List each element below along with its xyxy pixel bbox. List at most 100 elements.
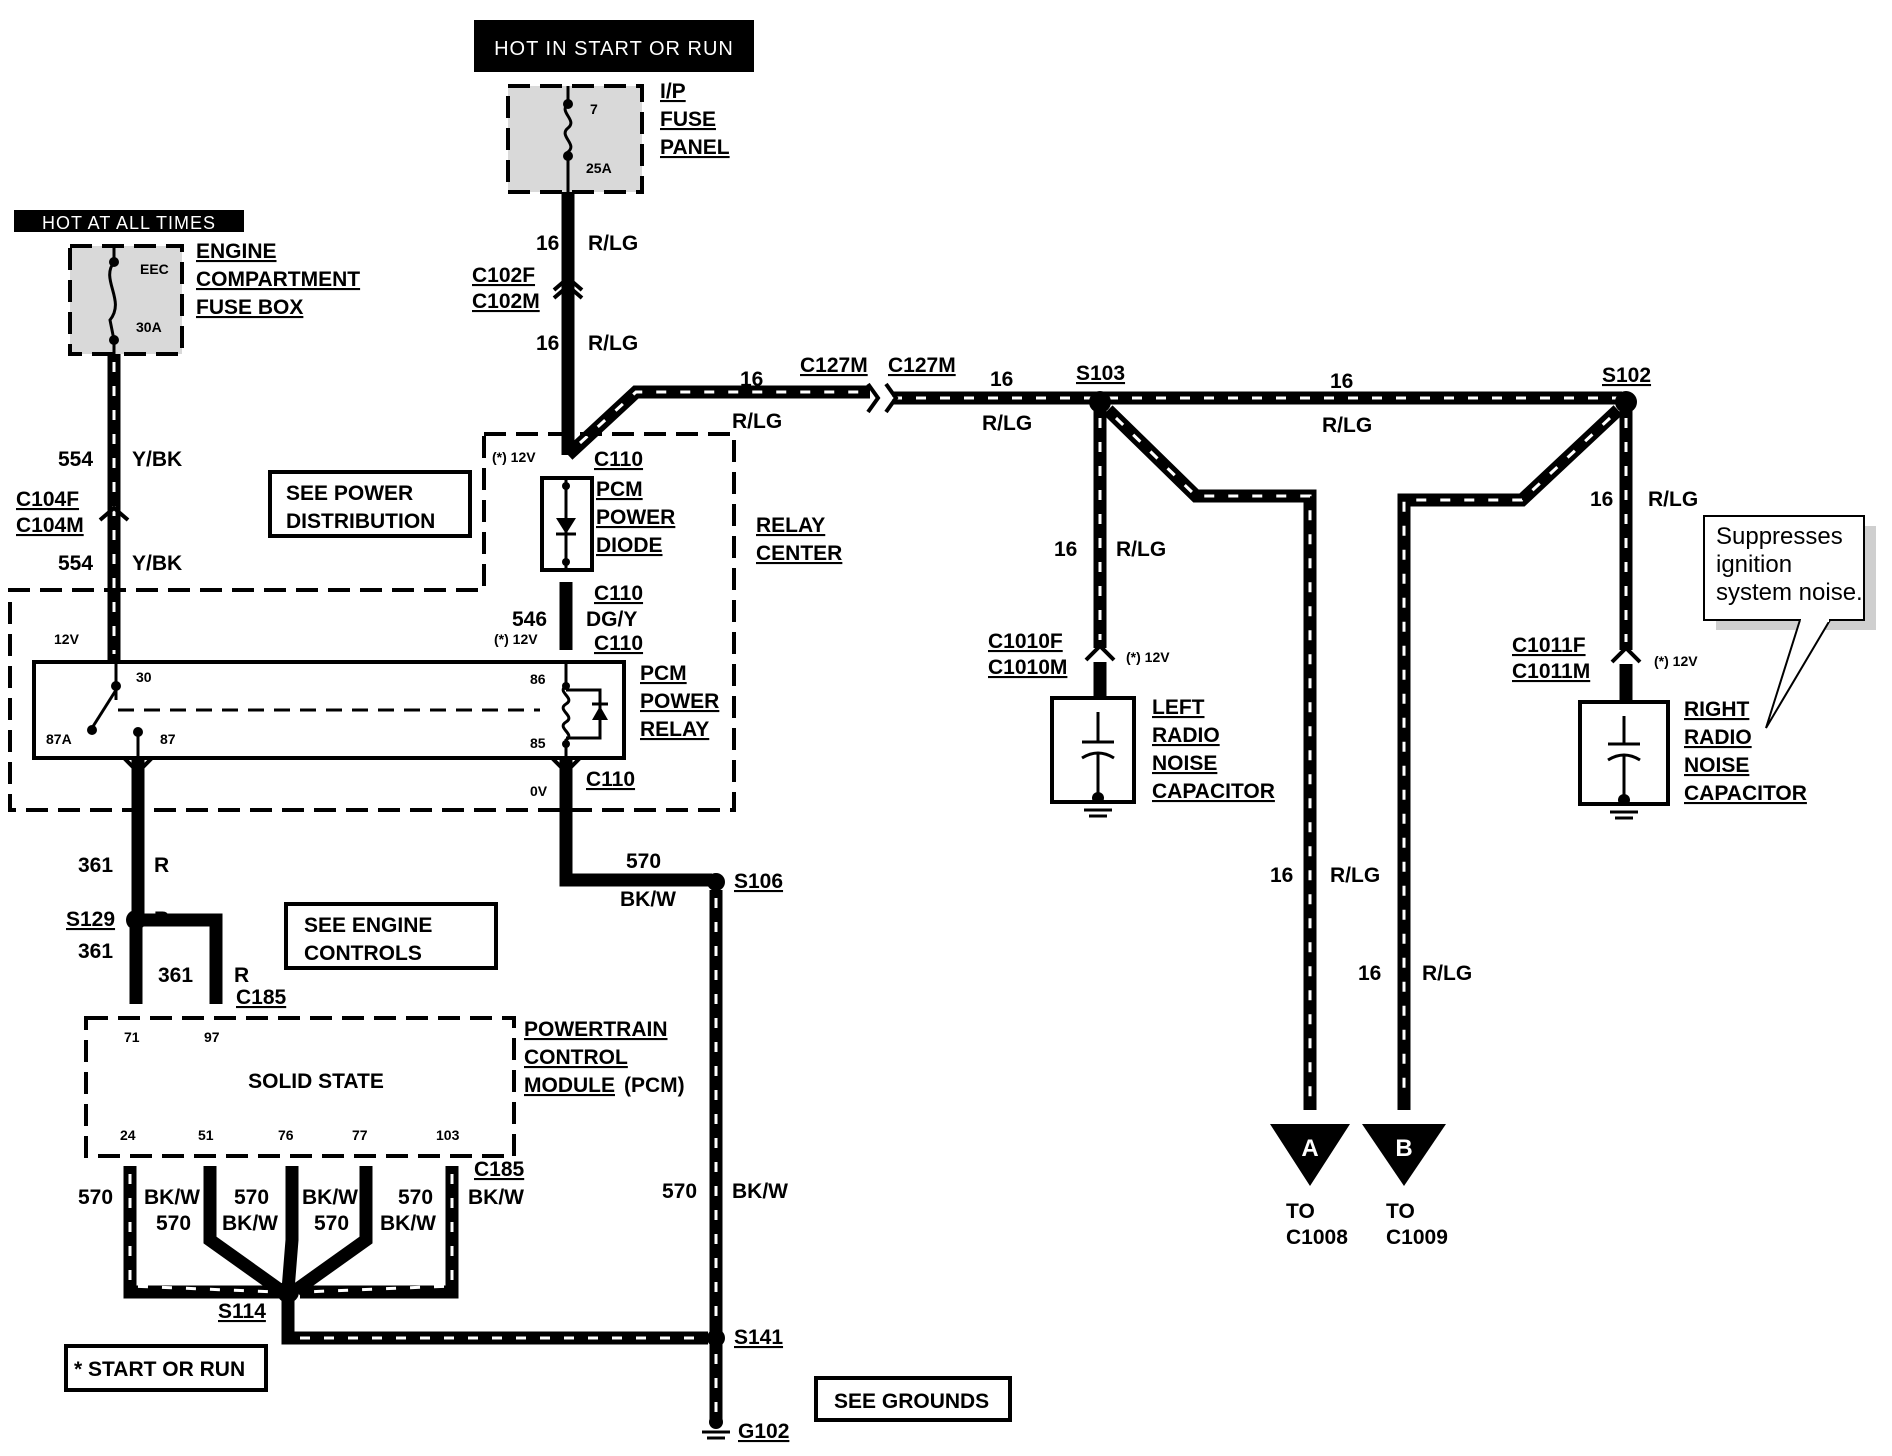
engine-fuse-label-2: COMPARTMENT (196, 268, 360, 291)
c110-connector-icon (550, 756, 582, 775)
ip-fuse-panel-label-1: I/P (660, 80, 686, 103)
wire-rlg-main (552, 192, 1622, 460)
pcm-label-2: CONTROL (524, 1046, 628, 1069)
wire-number-label: 570 (156, 1212, 191, 1235)
wire-gauge-label: 16 (1590, 488, 1613, 511)
ip-fuse-panel: 7 25A I/P FUSE PANEL (506, 80, 730, 194)
wire-gauge-label: 16 (1270, 864, 1293, 887)
offpage-b-letter: B (1395, 1135, 1412, 1162)
powertrain-control-module: SOLID STATE (84, 1016, 516, 1158)
callout-line-3: system noise. (1716, 579, 1863, 606)
pcm-label-3b: (PCM) (624, 1074, 685, 1097)
relay-pin-85: 85 (530, 735, 546, 751)
wire-color-label: Y/BK (132, 448, 182, 471)
splice-s102 (1615, 391, 1637, 413)
c1010-connector-icon (1084, 643, 1116, 662)
c104f-label: C104F (16, 488, 79, 511)
offpage-a-arrow (1270, 1124, 1350, 1186)
see-engine-controls-box (284, 902, 498, 970)
relay-center-label-2: CENTER (756, 542, 842, 565)
wire-color-label: R/LG (732, 410, 782, 433)
ground-g102 (702, 1415, 730, 1440)
c1011-connector-icon (1610, 645, 1642, 664)
g102-label: G102 (738, 1420, 789, 1443)
wire-number-label: 361 (78, 940, 113, 963)
left-cap-label-4: CAPACITOR (1152, 780, 1275, 803)
c1011m-label: C1011M (1512, 660, 1590, 683)
relay-pin-87a: 87A (46, 731, 72, 747)
s129-label: S129 (66, 908, 115, 931)
s141-label: S141 (734, 1326, 783, 1349)
ip-fuse-panel-label-3: PANEL (660, 136, 730, 159)
wire-color-label: BK/W (302, 1186, 358, 1209)
pcm-label-3: MODULE (524, 1074, 615, 1097)
diode-icon (556, 518, 576, 534)
engine-fuse-label-3: FUSE BOX (196, 296, 303, 319)
splice-s114 (277, 1281, 299, 1303)
wire-570-pcm-grounds (123, 1166, 708, 1345)
wire-color-label: Y/BK (132, 552, 182, 575)
c1010f-label: C1010F (988, 630, 1063, 653)
wire-361 (122, 756, 223, 1004)
wire-color-label: BK/W (468, 1186, 524, 1209)
wire-number-label: 361 (78, 854, 113, 877)
wire-570-relay (550, 756, 712, 887)
pcm-pin-71: 71 (124, 1029, 140, 1045)
wire-number-label: 570 (662, 1180, 697, 1203)
wire-color-label: R (154, 854, 169, 877)
wire-gauge-label: 16 (1358, 962, 1381, 985)
right-cap-label-3: NOISE (1684, 754, 1749, 777)
relay-center-label-1: RELAY (756, 514, 825, 537)
offpage-b-to: TO (1386, 1200, 1415, 1223)
wire-color-label: R/LG (1422, 962, 1472, 985)
voltage-label: (*) 12V (492, 449, 536, 465)
engine-fuse-label-1: ENGINE (196, 240, 277, 263)
c102-connector-icon (552, 275, 584, 292)
solid-state-text: SOLID STATE (248, 1070, 384, 1093)
splice-s106 (707, 873, 725, 891)
see-engine-controls-1: SEE ENGINE (304, 914, 432, 937)
offpage-b-dest: C1009 (1386, 1226, 1448, 1249)
pcm-pin-103: 103 (436, 1127, 460, 1143)
right-cap-label-2: RADIO (1684, 726, 1752, 749)
wire-color-label: R (154, 908, 169, 931)
start-or-run-note-box (64, 1344, 268, 1392)
c127m-connector-icon (866, 382, 881, 414)
voltage-label: 12V (54, 631, 80, 647)
hot-start-run-text: HOT IN START OR RUN (494, 38, 734, 60)
splice-s103 (1089, 391, 1111, 413)
left-cap-label-1: LEFT (1152, 696, 1205, 719)
c102m-label: C102M (472, 290, 540, 313)
wire-color-label: R/LG (1648, 488, 1698, 511)
see-grounds-box (814, 1376, 1012, 1422)
wire-to-a (1103, 405, 1350, 1186)
wire-number-label: 570 (626, 850, 661, 873)
pcm-diode-label-2: POWER (596, 506, 675, 529)
wire-color-label: R/LG (982, 412, 1032, 435)
c185-label: C185 (236, 986, 287, 1009)
wire-gauge-label: 16 (990, 368, 1013, 391)
offpage-a-to: TO (1286, 1200, 1315, 1223)
pcm-pin-24: 24 (120, 1127, 136, 1143)
s102-label: S102 (1602, 364, 1651, 387)
splice-s141 (707, 1329, 725, 1347)
wire-left-capacitor (1084, 410, 1116, 700)
fuse-7-icon (563, 86, 573, 192)
c102f-label: C102F (472, 264, 535, 287)
ip-fuse-panel-label-2: FUSE (660, 108, 716, 131)
offpage-b-arrow (1362, 1124, 1446, 1186)
see-grounds-text: SEE GROUNDS (834, 1390, 989, 1413)
fuse-rating: 25A (586, 160, 612, 176)
pcm-power-diode (540, 476, 594, 572)
wire-number-label: 570 (234, 1186, 269, 1209)
wire-color-label: BK/W (222, 1212, 278, 1235)
ground-icon (1618, 794, 1630, 806)
offpage-a-dest: C1008 (1286, 1226, 1348, 1249)
see-power-dist-2: DISTRIBUTION (286, 510, 435, 533)
start-or-run-note: * START OR RUN (74, 1358, 245, 1381)
wire-gauge-label: 16 (536, 332, 559, 355)
c1010m-label: C1010M (988, 656, 1067, 679)
pcm-diode-label-1: PCM (596, 478, 643, 501)
wire-gauge-label: 16 (1054, 538, 1077, 561)
